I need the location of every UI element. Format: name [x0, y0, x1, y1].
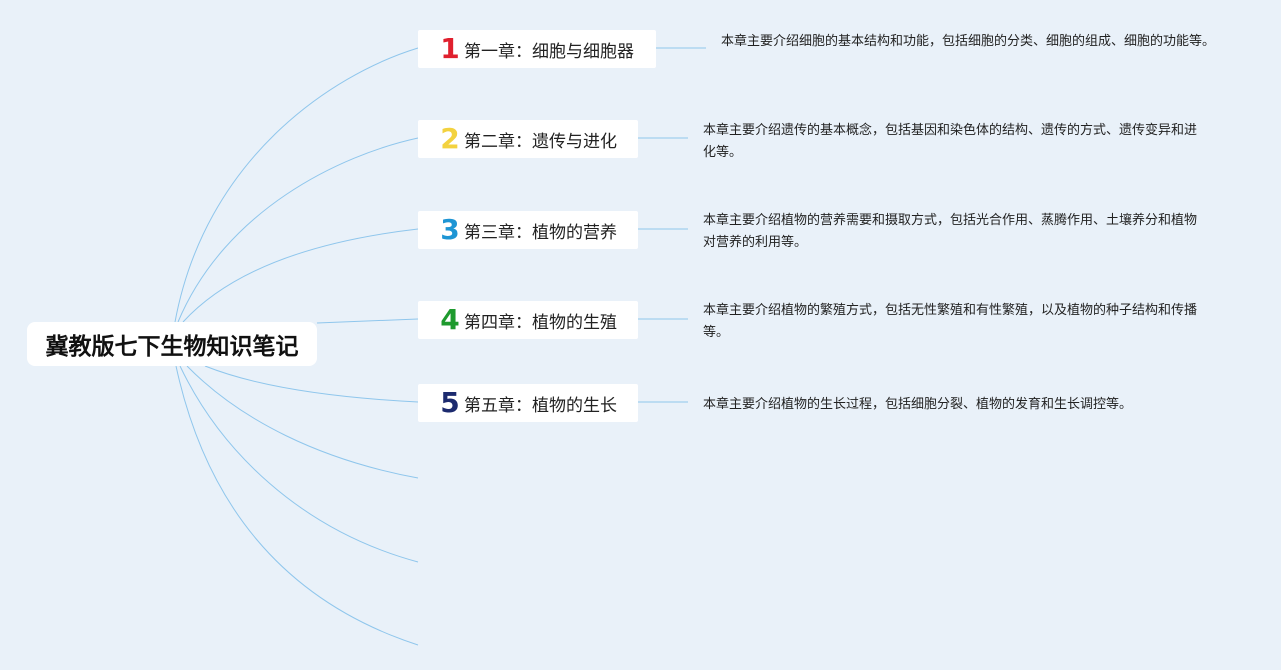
chapter-4-description: 本章主要介绍植物的繁殖方式，包括无性繁殖和有性繁殖，以及植物的种子结构和传播等。 — [703, 303, 1198, 340]
chapter-2-title: 第二章：遗传与进化 — [464, 131, 617, 152]
chapter-1-node[interactable]: 1 第一章：细胞与细胞器 — [418, 30, 656, 68]
chapter-4-title: 第四章：植物的生殖 — [464, 312, 617, 333]
chapter-3-number-icon: 3 — [440, 213, 460, 246]
root-title: 冀教版七下生物知识笔记 — [45, 334, 299, 360]
chapter-3-description: 本章主要介绍植物的营养需要和摄取方式，包括光合作用、蒸腾作用、土壤养分和植物对营… — [703, 213, 1198, 250]
chapter-3-title: 第三章：植物的营养 — [464, 222, 617, 243]
chapter-4-number-icon: 4 — [440, 303, 460, 336]
chapter-3-node[interactable]: 3 第三章：植物的营养 — [418, 211, 638, 249]
chapter-5-title: 第五章：植物的生长 — [464, 395, 617, 416]
chapter-5-description: 本章主要介绍植物的生长过程，包括细胞分裂、植物的发育和生长调控等。 — [703, 397, 1133, 412]
chapter-5-number-icon: 5 — [440, 386, 460, 419]
chapter-4-node[interactable]: 4 第四章：植物的生殖 — [418, 301, 638, 339]
chapter-1-number-icon: 1 — [440, 32, 460, 65]
chapter-2-number-icon: 2 — [440, 122, 460, 155]
chapter-2-description: 本章主要介绍遗传的基本概念，包括基因和染色体的结构、遗传的方式、遗传变异和进化等… — [703, 123, 1198, 160]
branch-line-chapter-1 — [174, 47, 419, 323]
branch-line-chapter-2 — [177, 137, 419, 323]
root-topic[interactable]: 冀教版七下生物知识笔记 — [27, 322, 317, 366]
branch-line-chapter-5 — [204, 365, 419, 403]
branch-line-chapter-4 — [316, 318, 419, 324]
chapter-2-node[interactable]: 2 第二章：遗传与进化 — [418, 120, 638, 158]
branch-line-empty-2 — [179, 365, 419, 563]
branch-line-empty-3 — [175, 365, 419, 646]
branch-line-chapter-3 — [182, 228, 419, 323]
chapter-1-description: 本章主要介绍细胞的基本结构和功能，包括细胞的分类、细胞的组成、细胞的功能等。 — [721, 34, 1216, 49]
branch-line-empty-1 — [186, 365, 419, 479]
chapter-1-title: 第一章：细胞与细胞器 — [464, 41, 634, 62]
chapter-5-node[interactable]: 5 第五章：植物的生长 — [418, 384, 638, 422]
